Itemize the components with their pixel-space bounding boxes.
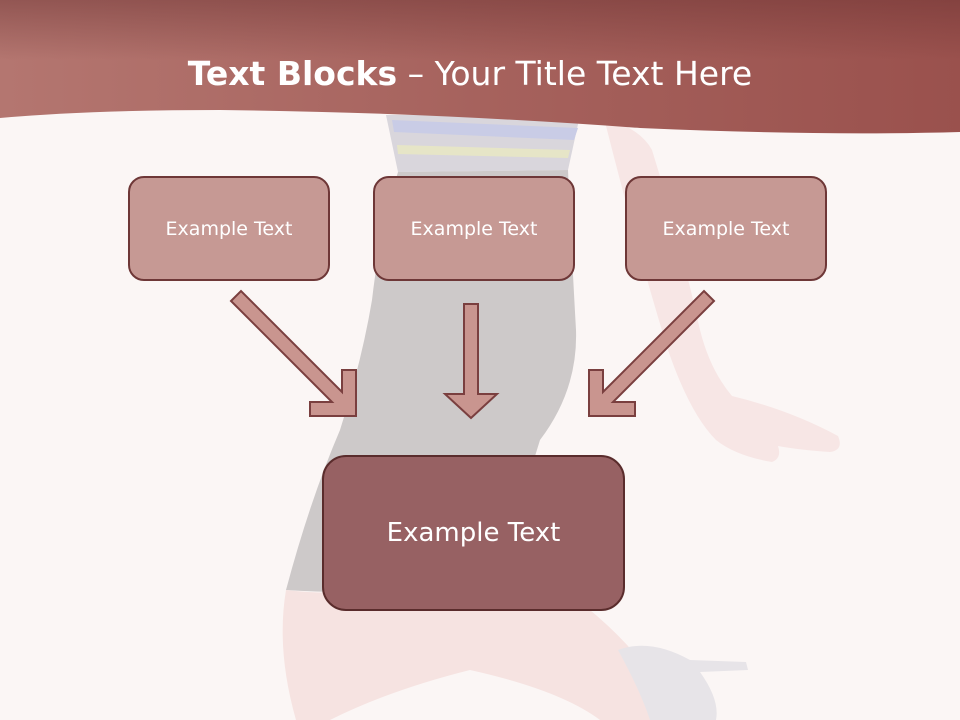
title-bold: Text Blocks <box>187 54 398 93</box>
photo-shoe <box>618 645 748 720</box>
photo-top-stripe-2 <box>397 145 570 158</box>
page-title: Text Blocks – Your Title Text Here <box>0 52 940 96</box>
arrow-left <box>229 289 357 417</box>
text-block-1-label: Example Text <box>165 217 293 240</box>
target-text-block-label: Example Text <box>386 518 561 548</box>
text-block-2[interactable]: Example Text <box>373 176 575 281</box>
arrow-right <box>588 289 716 417</box>
text-block-2-label: Example Text <box>410 217 538 240</box>
target-text-block[interactable]: Example Text <box>322 455 625 611</box>
text-block-3-label: Example Text <box>662 217 790 240</box>
arrow-center <box>442 303 500 420</box>
text-block-1[interactable]: Example Text <box>128 176 330 281</box>
title-rest: – Your Title Text Here <box>397 54 753 93</box>
photo-top-stripe <box>392 120 578 140</box>
title-banner <box>0 0 960 134</box>
text-block-3[interactable]: Example Text <box>625 176 827 281</box>
